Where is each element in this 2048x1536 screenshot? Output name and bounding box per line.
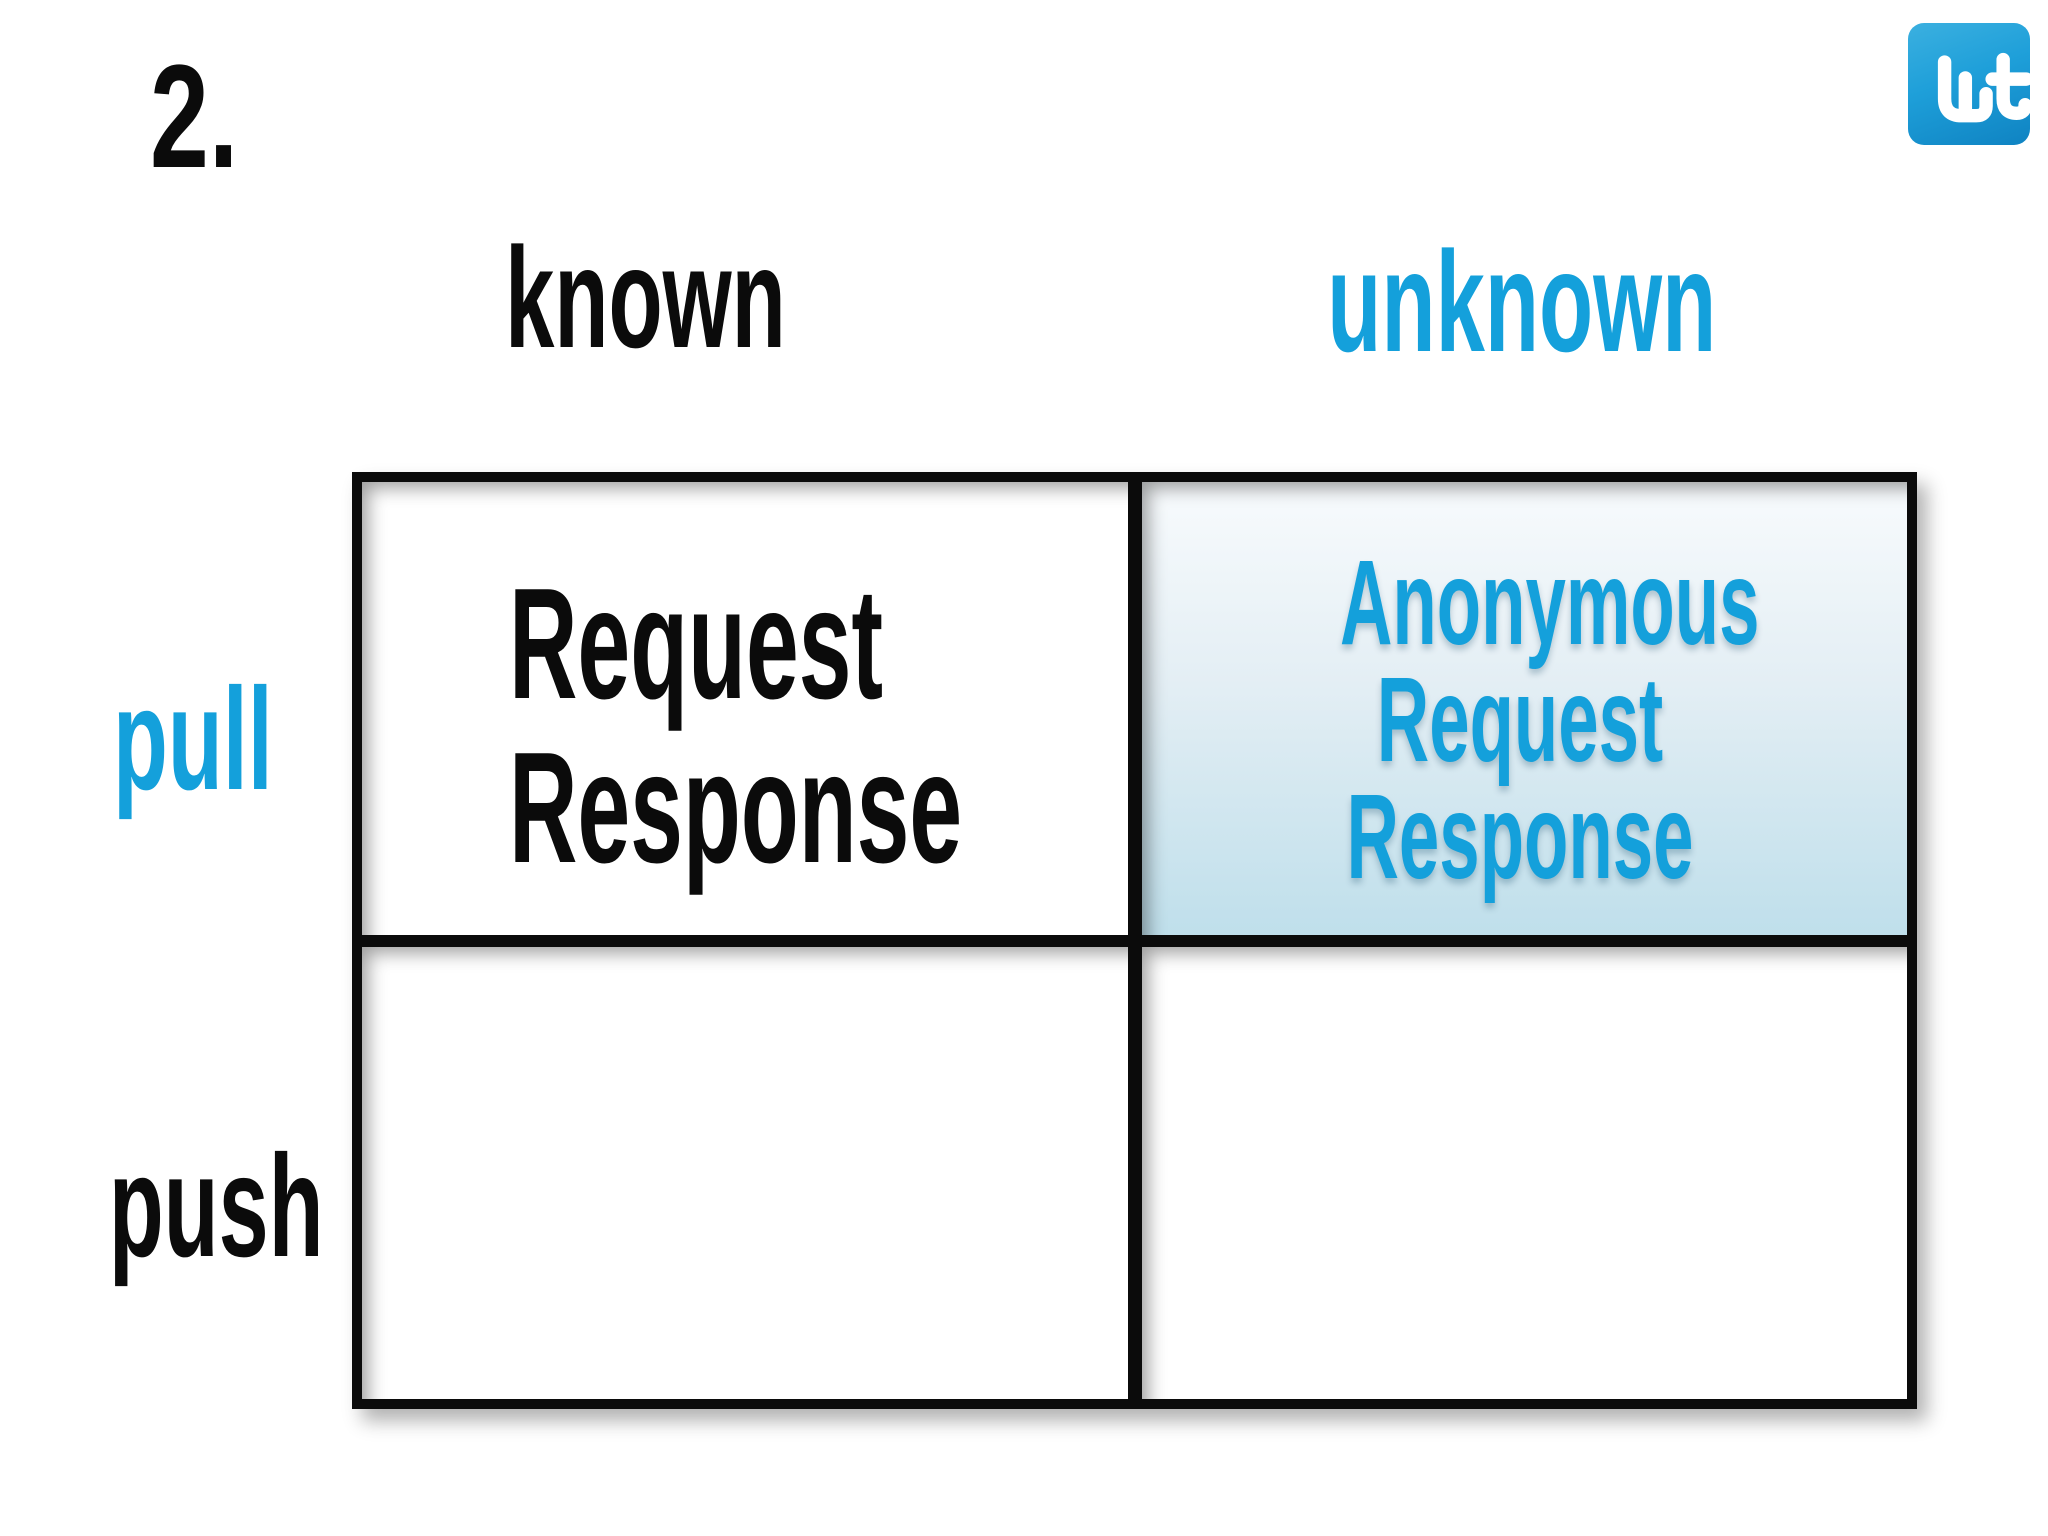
wt-logo [1908, 23, 2030, 145]
cell-text-line: Request [509, 556, 884, 732]
cell-text-anonymous-request-response: Anonymous Request Response [1220, 534, 1820, 904]
grid-horizontal-divider [362, 935, 1907, 947]
cell-pull-unknown [1142, 482, 1907, 935]
column-header-unknown-label: unknown [1327, 223, 1717, 382]
cell-text-line: Request [1376, 651, 1664, 787]
column-header-unknown: unknown [1208, 221, 1808, 385]
cell-text-line: Anonymous [1340, 534, 1760, 670]
column-header-known: known [345, 217, 945, 381]
cell-push-unknown [1142, 947, 1907, 1399]
column-header-known-label: known [504, 219, 786, 378]
slide-number-text: 2. [150, 35, 239, 199]
cell-text-request-response: Request Response [389, 562, 989, 890]
row-header-pull: pull [43, 656, 343, 823]
cell-text-line: Response [509, 720, 963, 896]
cell-push-known [362, 947, 1128, 1399]
cell-text-line: Response [1346, 768, 1694, 904]
matrix-table: Request Response Anonymous Request Respo… [352, 472, 1917, 1409]
row-header-pull-label: pull [113, 658, 273, 820]
row-header-push: push [43, 1123, 343, 1290]
slide-number: 2. [150, 33, 273, 202]
cell-pull-known [362, 482, 1128, 935]
row-header-push-label: push [108, 1125, 324, 1287]
wt-logo-icon [1937, 52, 2030, 123]
